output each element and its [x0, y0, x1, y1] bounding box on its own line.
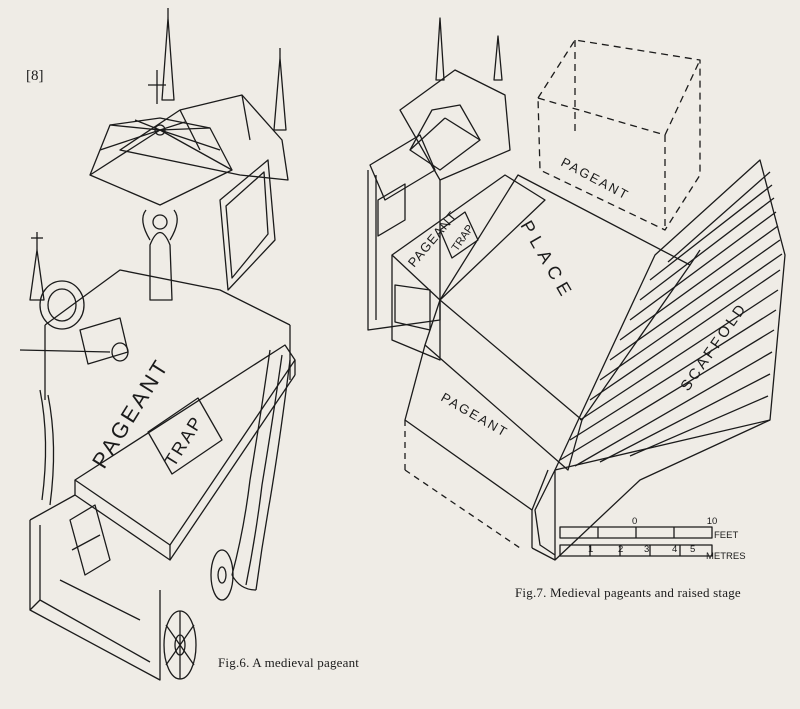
fig6-lower-chassis	[29, 494, 161, 681]
fig7-label-place: PLACE	[517, 217, 579, 304]
fig7-label-pageant-bottom: PAGEANT	[439, 390, 512, 441]
fig7-arrangement	[367, 17, 786, 561]
fig6-trap-door	[147, 397, 223, 475]
scale-feet-end: 10	[707, 516, 718, 527]
fig6-star-panel	[219, 159, 276, 291]
fig7-label-pageant-left: PAGEANT	[405, 208, 460, 270]
fig6-angel-figure	[142, 209, 178, 301]
fig6-wheels	[163, 549, 234, 680]
fig7-dashed-pageant-bottom	[404, 344, 556, 561]
scale-metre-unit: METRES	[706, 551, 746, 562]
fig6-caption: Fig.6. A medieval pageant	[218, 655, 360, 670]
fig6-stage-deck	[74, 344, 296, 561]
fig7-place-platform	[424, 174, 701, 471]
fig6-windlass	[19, 280, 129, 365]
scale-feet-start: 0	[632, 516, 637, 527]
scale-metre-tick-4: 4	[672, 544, 677, 555]
fig6-roof	[119, 94, 289, 181]
fig7-label-scaffold: SCAFFOLD	[677, 299, 751, 394]
fig6-spires	[29, 8, 287, 301]
scale-metre-tick-5: 5	[690, 544, 695, 555]
page-number: [8]	[26, 68, 44, 84]
fig7-scaffold	[554, 159, 786, 561]
fig7-caption: Fig.7. Medieval pageants and raised stag…	[515, 585, 741, 600]
fig6-canopy	[89, 117, 233, 206]
fig6-pageant-wagon	[19, 8, 296, 681]
fig7-scale-bar	[559, 526, 713, 557]
scale-metre-tick-2: 2	[618, 544, 623, 555]
scale-metre-tick-3: 3	[644, 544, 649, 555]
scale-metre-tick-1: 1	[588, 544, 593, 555]
fig7-pageant-wagon	[367, 17, 511, 331]
scale-feet-unit: FEET	[714, 530, 738, 541]
fig7-dashed-pageant-top	[537, 39, 701, 231]
fig6-drapes	[39, 349, 291, 591]
fig7-label-pageant-top: PAGEANT	[559, 154, 632, 203]
